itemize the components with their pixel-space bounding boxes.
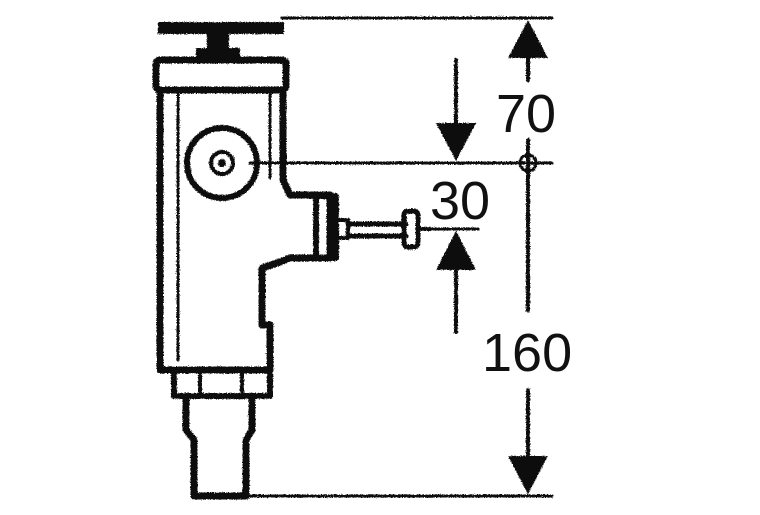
valve-housing xyxy=(156,86,334,374)
handle-bar xyxy=(158,22,284,34)
stem-dimension-line xyxy=(436,58,476,334)
bottom-nut xyxy=(171,367,273,399)
outlet-spigot xyxy=(182,392,256,500)
overall-dimension-line xyxy=(508,20,548,494)
push-rod xyxy=(334,208,432,250)
control-knob-center xyxy=(209,150,235,176)
valve-cap xyxy=(152,56,290,94)
control-knob-dot xyxy=(218,159,226,167)
dim-label-30: 30 xyxy=(430,171,490,231)
dim-label-160: 160 xyxy=(482,323,572,383)
side-outlet xyxy=(313,193,339,261)
arrow-up-top xyxy=(508,20,548,58)
valve-body xyxy=(152,22,432,500)
extension-lines xyxy=(248,16,554,498)
arrow-up-to-rod xyxy=(436,231,476,270)
arrow-down-to-axis xyxy=(436,123,476,161)
arrow-down-bottom xyxy=(508,456,548,494)
handle-stem xyxy=(207,34,229,52)
dim-label-70: 70 xyxy=(496,84,556,144)
